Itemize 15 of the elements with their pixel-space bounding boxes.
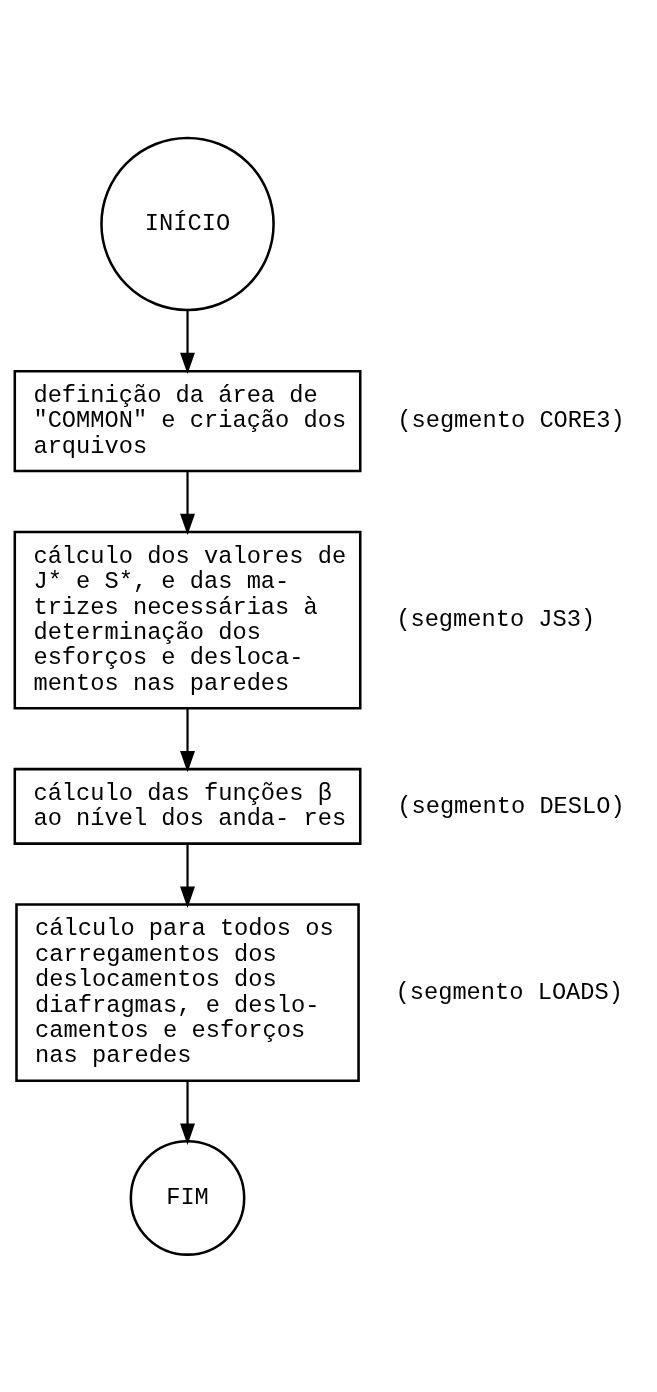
node-box: cálculo para todos os carregamentos dos deslocamentos dos diafragmas, e deslo- camentos e esforços nas paredes xyxy=(15,903,360,1082)
arrow xyxy=(180,1081,195,1145)
arrow xyxy=(180,843,195,908)
node-box: definição da área de "COMMON" e criação dos arquivos xyxy=(13,369,362,473)
arrow xyxy=(180,310,195,375)
node-label: (segmento CORE3) xyxy=(397,407,625,435)
node-circle: FIM xyxy=(129,1140,246,1256)
node-circle: INÍCIO xyxy=(100,136,275,312)
node-label: (segmento LOADS) xyxy=(395,978,623,1006)
arrow xyxy=(180,471,195,536)
node-label: (segmento DESLO) xyxy=(397,792,625,820)
node-box: cálculo das funções β ao nível dos anda- res xyxy=(13,767,362,845)
arrow xyxy=(180,708,195,773)
node-box: cálculo dos valores de J* e S*, e das ma- trizes necessárias à determinação dos esforços e desloca- mentos nas paredes xyxy=(13,530,362,710)
node-label: (segmento JS3) xyxy=(396,606,596,634)
